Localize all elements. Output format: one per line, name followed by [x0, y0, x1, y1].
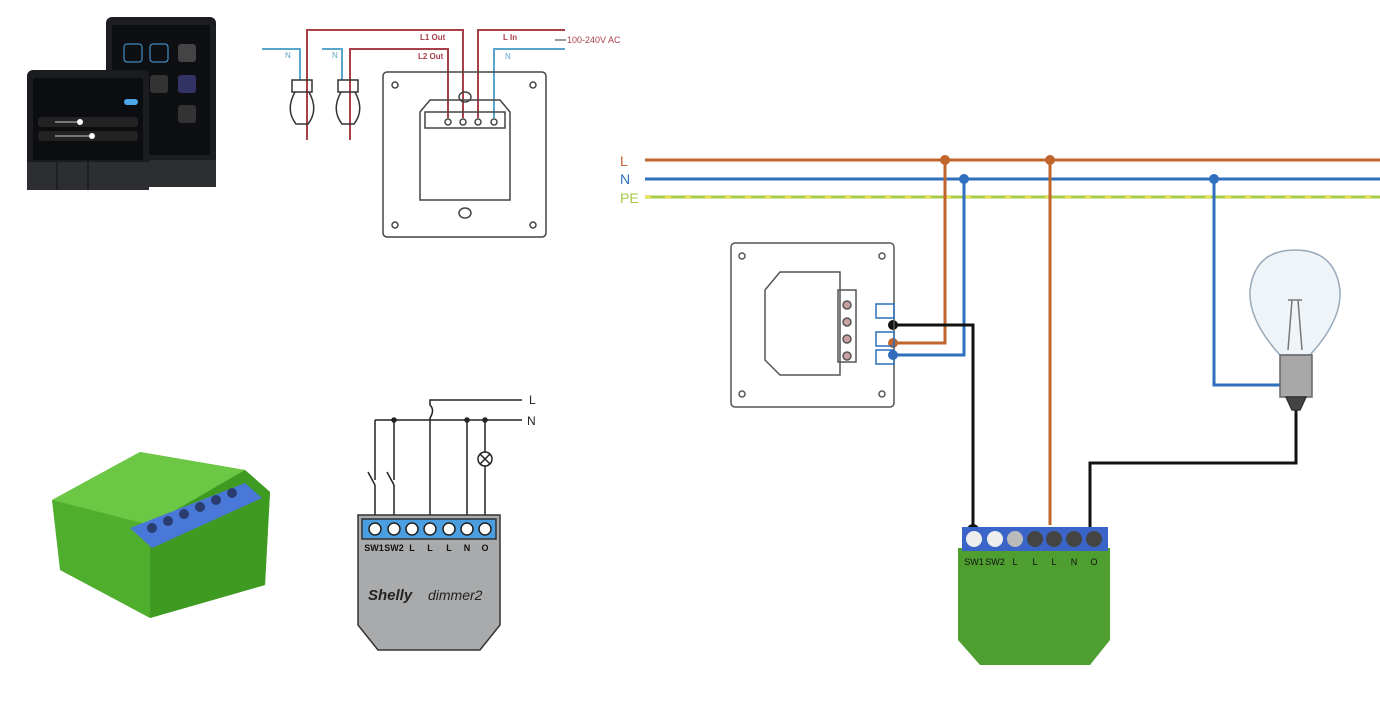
rail-label-n: N — [620, 171, 630, 187]
schematic-terminal-o: O — [481, 543, 488, 553]
terminal-label-l: L — [1051, 557, 1056, 567]
label-l2-out: L2 Out — [418, 52, 444, 61]
wall-switch-back-plate — [382, 71, 547, 238]
dimmer-schematic — [357, 399, 522, 651]
schematic-terminal-sw1: SW1 — [364, 543, 384, 553]
terminal-label-sw2: SW2 — [985, 557, 1005, 567]
shelly-brand-logo: Shelly — [368, 587, 413, 604]
schematic-terminal-l: L — [409, 543, 415, 553]
wall-switch-back-plate — [730, 242, 895, 408]
light-bulb-icon — [1249, 249, 1341, 411]
schematic-terminal-sw2: SW2 — [384, 543, 404, 553]
label-l1-out: L1 Out — [420, 33, 446, 42]
terminal-label-sw1: SW1 — [964, 557, 984, 567]
shelly-dimmer2-module — [958, 527, 1110, 665]
shelly-module-photo — [52, 452, 270, 618]
terminal-label-n: N — [1071, 557, 1078, 567]
label-n-lamp1: N — [285, 51, 291, 60]
light-bulb-icon — [289, 79, 361, 125]
panel-wiring-diagram — [262, 29, 566, 238]
label-l-in: L In — [503, 33, 517, 42]
schematic-terminal-l: L — [427, 543, 433, 553]
terminal-label-l: L — [1012, 557, 1017, 567]
schematic-terminal-n: N — [464, 543, 471, 553]
schematic-line-l: L — [529, 393, 536, 407]
shelly-model-name: dimmer2 — [428, 587, 483, 603]
main-wiring-diagram — [645, 155, 1380, 665]
rail-label-pe: PE — [620, 190, 639, 206]
label-supply-voltage: 100-240V AC — [567, 35, 621, 45]
terminal-label-l: L — [1032, 557, 1037, 567]
rail-label-l: L — [620, 153, 628, 169]
label-n-supply: N — [505, 52, 511, 61]
schematic-line-n: N — [527, 414, 536, 428]
touch-panel-photo — [27, 17, 216, 190]
label-n-lamp2: N — [332, 51, 338, 60]
schematic-terminal-l: L — [446, 543, 452, 553]
terminal-label-o: O — [1090, 557, 1097, 567]
